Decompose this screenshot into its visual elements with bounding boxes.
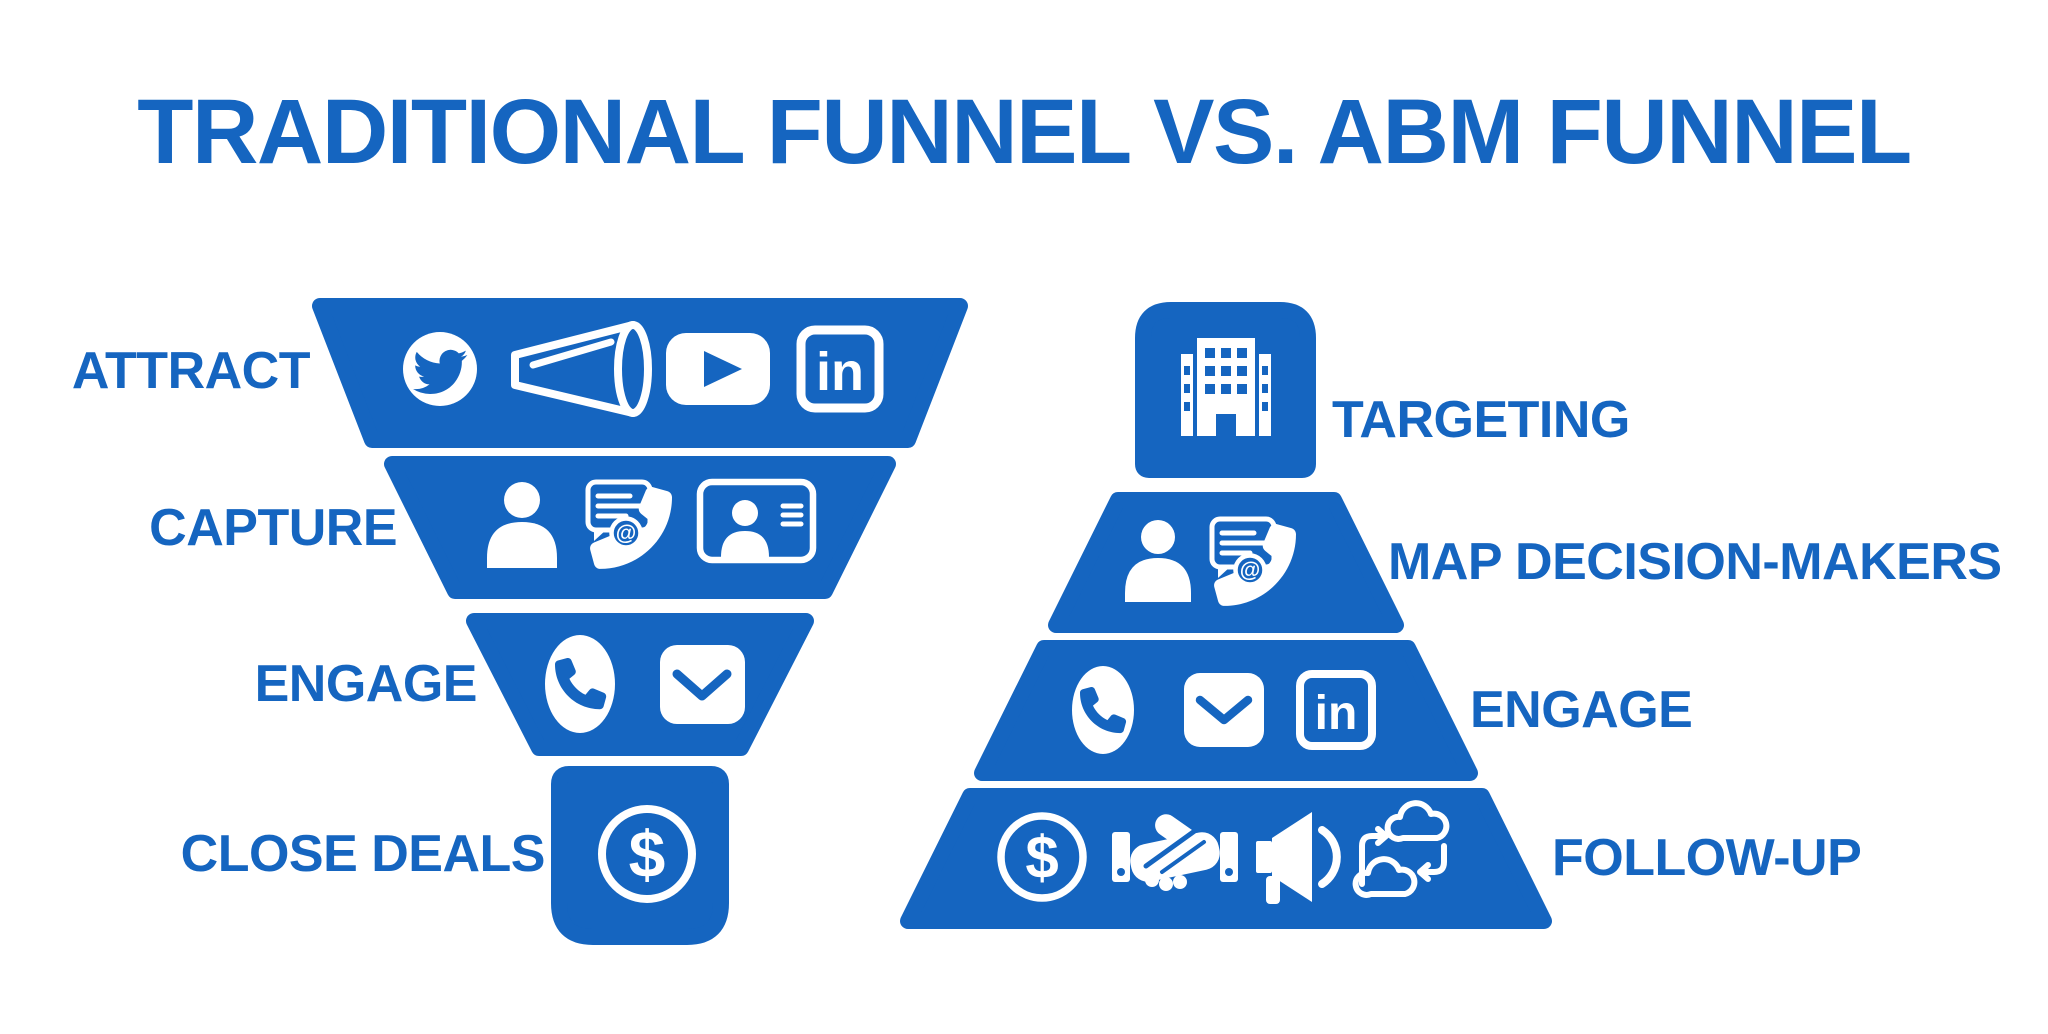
stage-label-map-decision-makers: MAP DECISION-MAKERS xyxy=(1388,533,2002,591)
linkedin-icon: in xyxy=(796,325,884,413)
phone-chat-icon: @ xyxy=(1209,516,1296,606)
handshake-icon xyxy=(1112,814,1238,891)
stage-label-capture: CAPTURE xyxy=(149,499,397,557)
close-deals-stage-shape xyxy=(551,766,729,945)
abm-funnel: @ in $ xyxy=(900,302,1552,929)
megaphone-icon xyxy=(511,321,652,417)
stage-label-targeting: TARGETING xyxy=(1332,391,1630,449)
svg-text:in: in xyxy=(1315,687,1358,740)
phone-icon xyxy=(545,635,615,733)
traditional-funnel: in @ xyxy=(312,298,968,945)
engage-stage-shape xyxy=(466,613,814,756)
youtube-icon xyxy=(666,333,770,405)
stage-label-engage-traditional: ENGAGE xyxy=(254,655,478,713)
stage-label-close-deals: CLOSE DEALS xyxy=(180,825,546,883)
person-icon xyxy=(487,482,557,568)
building-icon xyxy=(1181,338,1271,436)
cloud-sync-icon xyxy=(1352,800,1450,898)
svg-text:$: $ xyxy=(629,817,666,891)
svg-text:@: @ xyxy=(616,522,636,545)
stage-label-engage-abm: ENGAGE xyxy=(1470,681,1693,739)
svg-text:@: @ xyxy=(1240,559,1260,582)
megaphone-icon xyxy=(1256,812,1341,904)
svg-text:in: in xyxy=(816,342,864,402)
page-title: TRADITIONAL FUNNEL VS. ABM FUNNEL xyxy=(137,81,1912,183)
phone-icon xyxy=(1072,666,1134,754)
stage-label-attract: ATTRACT xyxy=(71,342,311,400)
svg-text:$: $ xyxy=(1025,824,1058,891)
twitter-icon xyxy=(403,332,477,406)
phone-chat-icon: @ xyxy=(585,479,672,569)
dollar-icon: $ xyxy=(997,812,1087,902)
person-icon xyxy=(1125,520,1191,602)
linkedin-icon: in xyxy=(1296,670,1376,750)
stage-label-follow-up: FOLLOW-UP xyxy=(1552,829,1862,887)
dollar-icon: $ xyxy=(598,805,696,903)
email-icon xyxy=(1184,673,1264,747)
contact-card-icon xyxy=(696,478,817,564)
email-icon xyxy=(660,645,745,724)
